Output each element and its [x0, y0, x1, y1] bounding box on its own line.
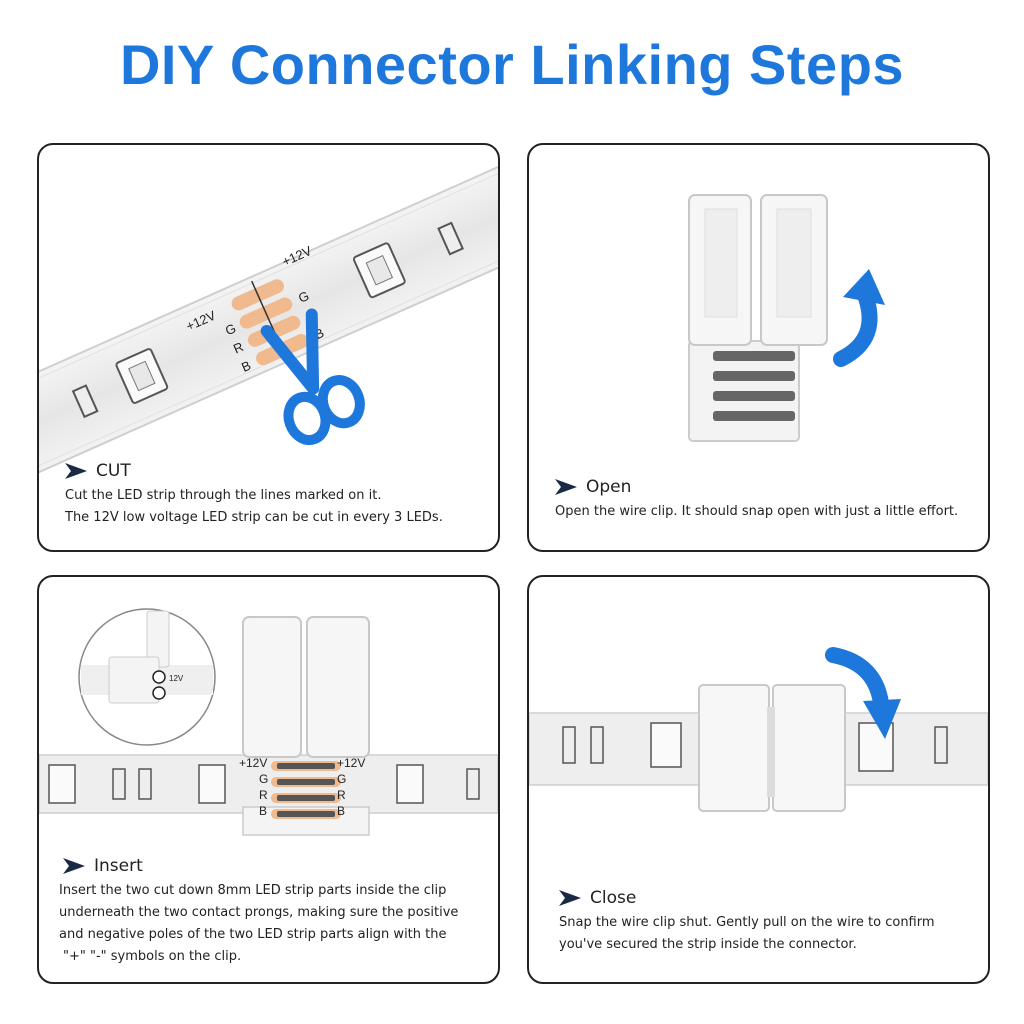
pad-label: +12V — [239, 756, 267, 770]
arrow-head-icon — [63, 858, 85, 874]
step-close-panel: Close Snap the wire clip shut. Gently pu… — [527, 575, 990, 984]
step-description: Open the wire clip. It should snap open … — [555, 504, 959, 519]
close-illustration — [529, 647, 988, 812]
pad-label: G — [337, 772, 346, 786]
step-description: Insert the two cut down 8mm LED strip pa… — [59, 883, 447, 898]
scissors-icon — [260, 308, 365, 445]
arrow-head-icon — [555, 479, 577, 495]
led-chip — [352, 242, 406, 299]
step-title: Open — [586, 477, 632, 497]
led-chip — [115, 348, 169, 404]
curved-down-arrow-icon — [825, 647, 901, 739]
pad-label: B — [337, 804, 345, 818]
pad-label: R — [337, 788, 346, 802]
step-insert-text: Insert Insert the two cut down 8mm LED s… — [59, 856, 498, 968]
step-open-text: Open Open the wire clip. It should snap … — [555, 477, 988, 523]
connector-clip-closed — [698, 684, 846, 812]
step-cut-text: CUT Cut the LED strip through the lines … — [65, 461, 498, 529]
step-close-text: Close Snap the wire clip shut. Gently pu… — [559, 888, 988, 956]
led-strip-diagonal: +12V G R B +12V G R B — [39, 151, 498, 478]
step-description: Cut the LED strip through the lines mark… — [65, 488, 382, 503]
step-description: Snap the wire clip shut. Gently pull on … — [559, 915, 935, 930]
pad-label: G — [259, 772, 268, 786]
pad-label: +12V — [337, 756, 365, 770]
step-heading: Open — [555, 477, 988, 497]
contact-prongs — [713, 351, 795, 421]
step-description: The 12V low voltage LED strip can be cut… — [65, 510, 443, 525]
step-heading: CUT — [65, 461, 498, 481]
resistor — [437, 221, 465, 256]
led-strip-horizontal — [39, 754, 498, 814]
step-open-panel: Open Open the wire clip. It should snap … — [527, 143, 990, 552]
cut-illustration: +12V G R B +12V G R B — [39, 151, 498, 478]
arrow-head-icon — [65, 463, 87, 479]
pad-label: R — [259, 788, 268, 802]
inset-magnifier: 12V — [78, 608, 216, 746]
open-illustration — [688, 194, 885, 442]
step-title: Close — [590, 888, 637, 908]
step-heading: Insert — [63, 856, 498, 876]
curved-up-arrow-icon — [833, 269, 885, 367]
insert-illustration: 12V — [39, 608, 498, 836]
resistor — [71, 384, 99, 419]
arrow-head-icon — [559, 890, 581, 906]
connector-clip-insert: +12V G R B +12V G R B — [239, 616, 370, 836]
step-insert-panel: 12V — [37, 575, 500, 984]
step-title: Insert — [94, 856, 143, 876]
inset-label: 12V — [169, 674, 184, 683]
pad-label: B — [259, 804, 267, 818]
step-description: underneath the two contact prongs, makin… — [59, 905, 459, 920]
step-description: you've secured the strip inside the conn… — [559, 937, 857, 952]
step-description: and negative poles of the two LED strip … — [59, 927, 447, 942]
connector-clip-open — [688, 194, 828, 442]
page-title: DIY Connector Linking Steps — [119, 33, 905, 96]
step-title: CUT — [96, 461, 131, 481]
step-heading: Close — [559, 888, 988, 908]
contact-prongs — [277, 763, 335, 817]
step-description: "+" "-" symbols on the clip. — [63, 949, 242, 964]
step-cut-panel: +12V G R B +12V G R B CUT Cut the LED st… — [37, 143, 500, 552]
